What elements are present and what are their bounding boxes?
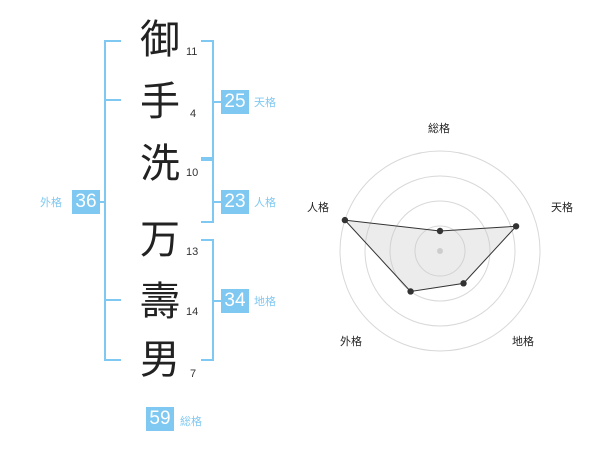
stroke-count-6: 7 <box>190 368 197 380</box>
radar-series-area <box>343 219 518 293</box>
name-char-6: 男 <box>140 337 180 383</box>
radar-axis-label-3: 外格 <box>340 335 362 348</box>
radar-point-1 <box>512 223 520 230</box>
radar-center <box>437 248 443 254</box>
radar-ring-1 <box>414 225 466 277</box>
soukaku-badge: 59 <box>146 407 174 431</box>
radar-axis-label-2: 地格 <box>512 335 534 348</box>
chikaku-badge: 34 <box>221 289 249 313</box>
radar-axis-label-0: 総格 <box>428 122 450 135</box>
jinkaku-badge: 23 <box>221 190 249 214</box>
radar-point-2 <box>460 280 467 287</box>
radar-point-4 <box>341 216 349 224</box>
gaikaku-badge: 36 <box>72 190 100 214</box>
name-char-1: 御 <box>140 17 180 63</box>
radar-point-0 <box>436 227 444 235</box>
name-char-5: 壽 <box>140 279 180 325</box>
chikaku-label: 地格 <box>254 295 276 308</box>
gaikaku-label: 外格 <box>40 196 62 209</box>
stroke-count-2: 4 <box>190 108 197 120</box>
radar-ring-2 <box>389 200 491 302</box>
radar-ring-3 <box>364 175 516 327</box>
tenkaku-label: 天格 <box>254 96 276 109</box>
name-char-3: 洗 <box>140 141 180 187</box>
radar-chart <box>339 150 541 352</box>
radar-ring-4 <box>339 150 541 352</box>
name-char-2: 手 <box>140 79 180 125</box>
soukaku-label: 総格 <box>180 415 202 428</box>
tenkaku-badge: 25 <box>221 90 249 114</box>
stroke-count-4: 13 <box>186 246 199 258</box>
radar-point-3 <box>407 288 414 295</box>
stroke-count-5: 14 <box>186 306 199 318</box>
stroke-count-3: 10 <box>186 167 199 179</box>
jinkaku-label: 人格 <box>254 196 276 209</box>
stroke-count-1: 11 <box>186 46 198 58</box>
name-char-4: 万 <box>140 217 180 263</box>
radar-axis-label-1: 天格 <box>551 201 573 214</box>
radar-axis-label-4: 人格 <box>307 201 329 214</box>
